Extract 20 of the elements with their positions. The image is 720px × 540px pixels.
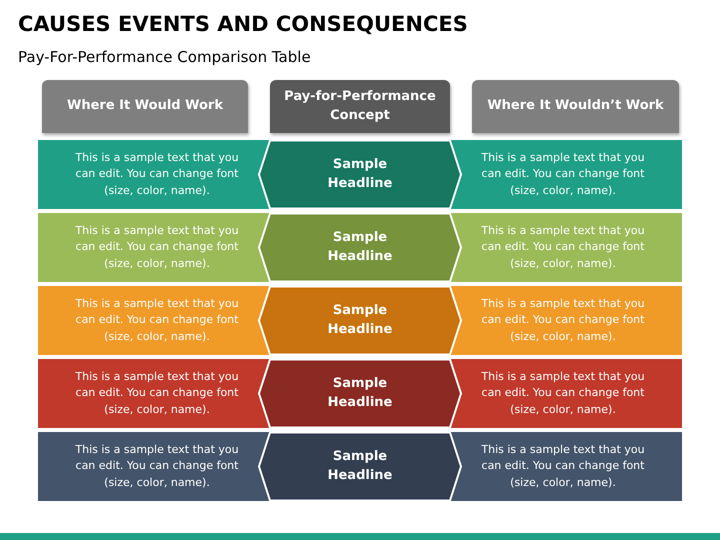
column-header: Pay-for-Performance Concept: [270, 80, 450, 133]
headline-hexagon: Sample Headline: [258, 432, 462, 501]
headline-hexagon: Sample Headline: [258, 359, 462, 428]
table-cell: This is a sample text that you can edit. You can change font (size, color, name).: [450, 213, 682, 282]
headline-hexagon: Sample Headline: [258, 286, 462, 355]
table-cell: This is a sample text that you can edit. You can change font (size, color, name).: [450, 286, 682, 355]
subtitle: Pay-For-Performance Comparison Table: [18, 48, 311, 66]
table-cell: This is a sample text that you can edit. You can change font (size, color, name).: [38, 432, 270, 501]
table-cell: This is a sample text that you can edit. You can change font (size, color, name).: [450, 432, 682, 501]
column-header: Where It Wouldn’t Work: [472, 80, 679, 133]
page-title: CAUSES EVENTS AND CONSEQUENCES: [18, 12, 468, 36]
table-cell: This is a sample text that you can edit. You can change font (size, color, name).: [450, 359, 682, 428]
table-cell: This is a sample text that you can edit. You can change font (size, color, name).: [38, 213, 270, 282]
table-cell: This is a sample text that you can edit. You can change font (size, color, name).: [450, 140, 682, 209]
headline-hexagon: Sample Headline: [258, 213, 462, 282]
table-cell: This is a sample text that you can edit. You can change font (size, color, name).: [38, 286, 270, 355]
headline-hexagon: Sample Headline: [258, 140, 462, 209]
table-cell: This is a sample text that you can edit. You can change font (size, color, name).: [38, 140, 270, 209]
table-cell: This is a sample text that you can edit. You can change font (size, color, name).: [38, 359, 270, 428]
column-header: Where It Would Work: [42, 80, 248, 133]
